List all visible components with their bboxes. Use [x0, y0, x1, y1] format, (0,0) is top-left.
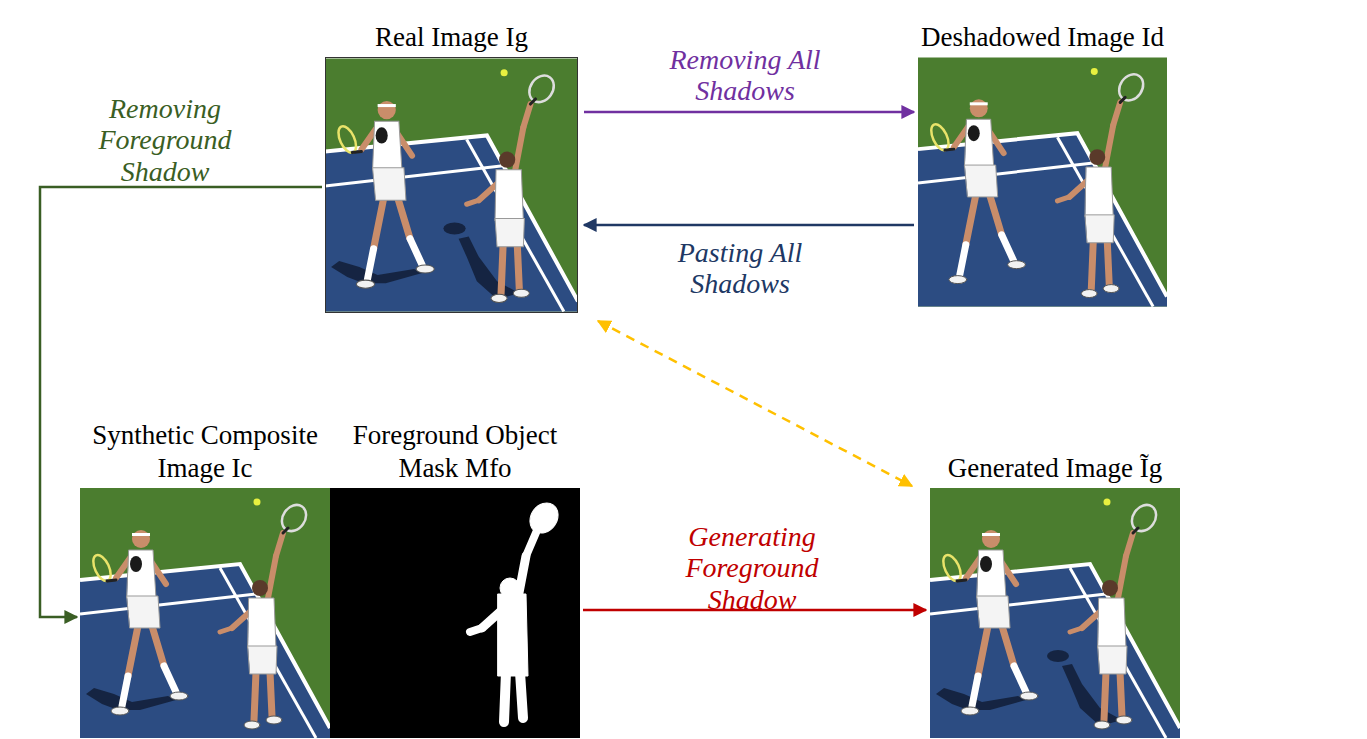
- illustration-part: [335, 71, 559, 303]
- image-frame: [918, 57, 1167, 307]
- illustration-part: [331, 261, 422, 283]
- illustration-part: [90, 500, 311, 729]
- illustration-part: [928, 70, 1148, 298]
- flow-arrow: [40, 187, 322, 617]
- illustration-part: [86, 688, 176, 710]
- image-frame: [930, 488, 1180, 738]
- generated-image: [930, 488, 1180, 738]
- illustration-part: [918, 58, 1167, 307]
- dashed-arrow: [598, 321, 912, 486]
- illustration-part: [930, 488, 1180, 738]
- flow-arrow: [584, 111, 914, 114]
- image-node: Synthetic Composite Image Ic: [80, 419, 330, 738]
- deshadowed-image: [918, 58, 1167, 307]
- image-frame: [325, 57, 578, 313]
- mask-image: [330, 488, 580, 738]
- flow-arrow: [584, 224, 914, 227]
- real-image: [325, 58, 578, 313]
- illustration-part: [325, 59, 578, 312]
- image-frame: [80, 488, 330, 738]
- image-title: Generated Image Ĩg: [905, 452, 1205, 484]
- edge-label: Generating Foreground Shadow: [640, 521, 865, 615]
- edge-label: Pasting All Shadows: [635, 237, 845, 300]
- image-title: Foreground Object Mask Mfo: [335, 419, 575, 484]
- image-title: Synthetic Composite Image Ic: [80, 419, 330, 484]
- image-node: Deshadowed Image Id: [883, 21, 1203, 307]
- illustration-part: [936, 688, 1026, 710]
- illustration-part: [80, 488, 330, 738]
- illustration-part: [940, 500, 1161, 729]
- image-node: Foreground Object Mask Mfo: [330, 419, 580, 738]
- illustration-part: [326, 58, 578, 313]
- edge-label: Removing Foreground Shadow: [53, 93, 278, 187]
- image-node: Real Image Ig: [302, 21, 602, 313]
- image-title: Real Image Ig: [302, 21, 602, 53]
- image-frame: [330, 488, 580, 738]
- image-node: Generated Image Ĩg: [905, 452, 1205, 738]
- image-title: Deshadowed Image Id: [883, 21, 1203, 53]
- composite-image: [80, 488, 330, 738]
- illustration-part: [330, 488, 580, 738]
- edge-label: Removing All Shadows: [633, 44, 858, 107]
